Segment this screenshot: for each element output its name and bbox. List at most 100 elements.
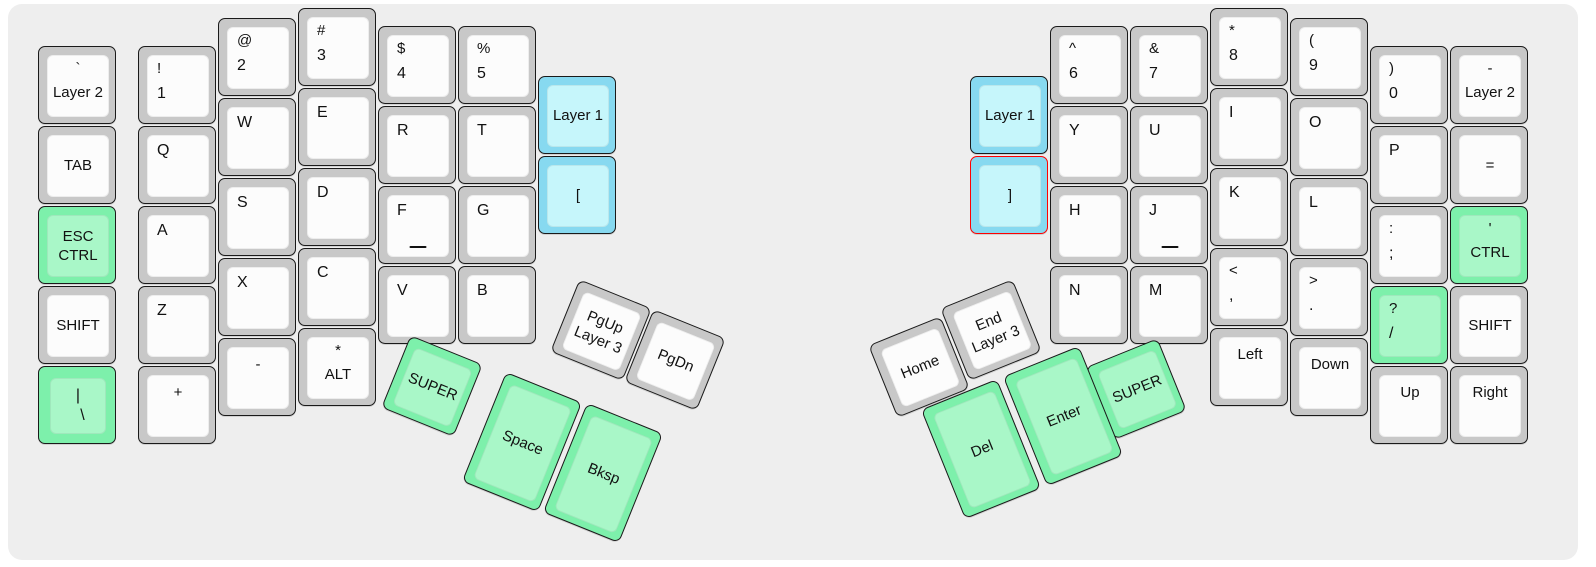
key-r-c7-r1[interactable]: - Layer 2 <box>1450 46 1528 124</box>
keycap-l-c4-r5: *ALT <box>307 337 369 399</box>
key-shifted-legend: & <box>1149 40 1160 57</box>
key-r-c7-r3[interactable]: ' CTRL <box>1450 206 1528 284</box>
keycap-r-c4-r3: K <box>1219 177 1281 239</box>
key-r-c4-r2[interactable]: I <box>1210 88 1288 166</box>
key-thumb-legend: Bksp <box>585 460 622 488</box>
key-l-c2-r2[interactable]: Q <box>138 126 216 204</box>
key-r-c6-r2[interactable]: P <box>1370 126 1448 204</box>
key-main-legend: SUPER <box>1110 371 1165 408</box>
key-main-legend: ; <box>1389 245 1394 262</box>
key-l-c6-r1[interactable]: %5 <box>458 26 536 104</box>
key-l-c4-r4[interactable]: C <box>298 248 376 326</box>
keycap-r-c3-r4: M <box>1139 275 1201 337</box>
key-r-c5-r2[interactable]: O <box>1290 98 1368 176</box>
key-r-c4-r5[interactable]: Left <box>1210 328 1288 406</box>
key-r-c2-r2[interactable]: Y <box>1050 106 1128 184</box>
key-l-c1-r5[interactable]: |\ <box>38 366 116 444</box>
key-r-c1-r1[interactable]: Layer 1 <box>970 76 1048 154</box>
key-main-legend: Down <box>1310 356 1350 373</box>
key-l-t1[interactable]: SUPER <box>381 335 483 437</box>
key-r-c6-r3[interactable]: :; <box>1370 206 1448 284</box>
keycap-l-c5-r2: R <box>387 115 449 177</box>
key-l-c7-r1[interactable]: Layer 1 <box>538 76 616 154</box>
key-r-c6-r5[interactable]: Up <box>1370 366 1448 444</box>
keycap-r-c3-r3: J <box>1139 195 1201 257</box>
key-main-legend: Bksp <box>584 460 623 489</box>
key-r-c7-r2[interactable]: = <box>1450 126 1528 204</box>
keycap-l-c7-r1: Layer 1 <box>547 85 609 147</box>
key-l-c3-r5[interactable]: - <box>218 338 296 416</box>
key-r-c3-r2[interactable]: U <box>1130 106 1208 184</box>
key-l-c5-r1[interactable]: $4 <box>378 26 456 104</box>
key-l-c6-r4[interactable]: B <box>458 266 536 344</box>
key-thumb-legend: SUPER <box>405 370 459 405</box>
key-main-legend: Layer 1 <box>984 107 1036 125</box>
key-l-c1-r1[interactable]: `Layer 2 <box>38 46 116 124</box>
key-main-legend: S <box>237 194 248 211</box>
key-r-c2-r3[interactable]: H <box>1050 186 1128 264</box>
keycap-l-c6-r2: T <box>467 115 529 177</box>
key-main-legend: - <box>255 356 261 373</box>
key-main-legend: V <box>397 282 408 299</box>
key-l-c3-r1[interactable]: @2 <box>218 18 296 96</box>
key-shifted-legend: ' <box>1488 220 1492 237</box>
keycap-l-c6-r1: %5 <box>467 35 529 97</box>
key-r-c2-r4[interactable]: N <box>1050 266 1128 344</box>
key-r-c1-r2[interactable]: ] <box>970 156 1048 234</box>
key-l-c3-r4[interactable]: X <box>218 258 296 336</box>
key-r-c5-r5[interactable]: Down <box>1290 338 1368 416</box>
key-main-legend: H <box>1069 202 1081 219</box>
key-r-c6-r1[interactable]: )0 <box>1370 46 1448 124</box>
key-r-c4-r3[interactable]: K <box>1210 168 1288 246</box>
key-l-c3-r2[interactable]: W <box>218 98 296 176</box>
key-r-c3-r3[interactable]: J <box>1130 186 1208 264</box>
key-l-c4-r3[interactable]: D <box>298 168 376 246</box>
key-r-c3-r4[interactable]: M <box>1130 266 1208 344</box>
key-r-c6-r4[interactable]: ?/ <box>1370 286 1448 364</box>
key-l-c6-r2[interactable]: T <box>458 106 536 184</box>
key-r-c2-r1[interactable]: ^6 <box>1050 26 1128 104</box>
key-l-c2-r5[interactable]: + <box>138 366 216 444</box>
key-main-legend: Q <box>157 142 170 159</box>
key-r-c5-r1[interactable]: (9 <box>1290 18 1368 96</box>
key-main-legend: PgDn <box>654 346 697 377</box>
key-r-c4-r4[interactable]: <, <box>1210 248 1288 326</box>
key-thumb-legend: Enter <box>1044 402 1084 431</box>
key-shifted-legend: - <box>1487 60 1493 77</box>
key-r-c5-r4[interactable]: >. <box>1290 258 1368 336</box>
key-l-c5-r4[interactable]: V <box>378 266 456 344</box>
key-thumb-legend: SUPER <box>1110 372 1164 407</box>
key-main-legend: Left <box>1237 346 1263 363</box>
key-l-c5-r2[interactable]: R <box>378 106 456 184</box>
key-l-c2-r4[interactable]: Z <box>138 286 216 364</box>
key-r-c5-r3[interactable]: L <box>1290 178 1368 256</box>
key-l-c4-r5[interactable]: *ALT <box>298 328 376 406</box>
key-l-c7-r2[interactable]: [ <box>538 156 616 234</box>
key-main-legend: , <box>1229 287 1234 304</box>
key-l-c6-r3[interactable]: G <box>458 186 536 264</box>
key-shifted-legend: * <box>1229 22 1235 39</box>
keycap-l-c3-r5: - <box>227 347 289 409</box>
key-l-c5-r3[interactable]: F <box>378 186 456 264</box>
key-main-legend: CTRL <box>1470 244 1510 262</box>
key-main-legend: TAB <box>63 157 93 175</box>
key-r-c3-r1[interactable]: &7 <box>1130 26 1208 104</box>
keycap-r-c6-r1: )0 <box>1379 55 1441 117</box>
key-l-c3-r3[interactable]: S <box>218 178 296 256</box>
key-l-c1-r2[interactable]: TAB <box>38 126 116 204</box>
keycap-r-c2-r3: H <box>1059 195 1121 257</box>
key-main-legend: Layer 2 <box>1464 84 1516 102</box>
key-main-legend: 4 <box>397 65 406 82</box>
key-l-c2-r3[interactable]: A <box>138 206 216 284</box>
key-l-c1-r4[interactable]: SHIFT <box>38 286 116 364</box>
key-l-c2-r1[interactable]: !1 <box>138 46 216 124</box>
key-l-c4-r2[interactable]: E <box>298 88 376 166</box>
key-main-legend: [ <box>575 187 581 205</box>
key-l-c4-r1[interactable]: #3 <box>298 8 376 86</box>
key-r-c7-r4[interactable]: SHIFT <box>1450 286 1528 364</box>
key-r-c7-r5[interactable]: Right <box>1450 366 1528 444</box>
key-r-c4-r1[interactable]: *8 <box>1210 8 1288 86</box>
